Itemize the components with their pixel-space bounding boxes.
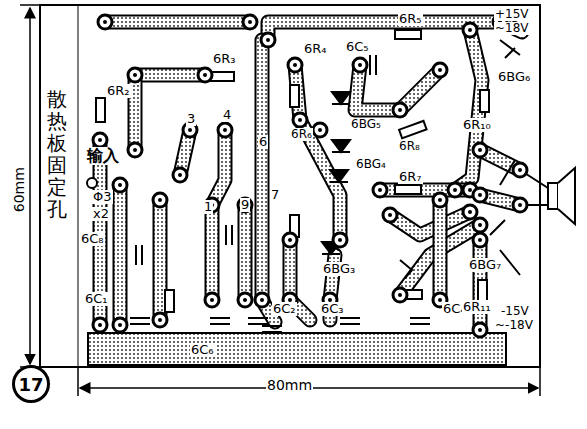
part-label: 6R₁₁	[462, 300, 492, 314]
part-label: 6BG₇	[468, 258, 502, 272]
part-label: 6R₁₀	[462, 118, 492, 132]
part-label: 6	[258, 135, 268, 149]
part-label: 4	[222, 108, 232, 122]
part-label: 6C₃	[320, 302, 345, 316]
part-label: 输入	[86, 147, 120, 165]
part-label: +15V	[494, 8, 530, 21]
solder-pads	[87, 15, 527, 337]
part-label: 6R₇	[398, 170, 423, 184]
dimension-lines	[20, 5, 540, 396]
board-outline	[40, 5, 540, 367]
dimension-label: 80mm	[266, 378, 313, 393]
part-label: 6C₁	[84, 292, 109, 306]
part-label: -15V	[500, 305, 530, 318]
part-label: 3	[186, 112, 196, 126]
part-label: 6R₄	[303, 42, 328, 56]
part-label: 6R₂	[106, 84, 131, 98]
part-label: 6R₅	[398, 12, 423, 26]
figure-number: 17	[18, 374, 43, 395]
copper-traces	[100, 22, 522, 330]
part-label: 6R₆	[290, 128, 313, 141]
part-label: 6BG₄	[355, 158, 387, 171]
part-label: ~18V	[494, 22, 530, 35]
part-label: 6C₆	[190, 343, 215, 357]
part-label: Φ3	[92, 190, 113, 204]
component-symbols	[96, 30, 575, 332]
note-text: 散热板固定孔	[46, 88, 68, 220]
part-label: 6BG₃	[322, 262, 356, 276]
part-label: 6C₈	[80, 232, 105, 246]
part-label: 9	[240, 198, 250, 212]
part-label: 6R₈	[398, 140, 421, 153]
part-label: 6BG₆	[497, 70, 531, 84]
dimension-label: 60mm	[12, 166, 27, 213]
part-label: 7	[270, 188, 280, 202]
part-label: 6C₂	[272, 302, 297, 316]
figure-number-circle: 17	[12, 365, 50, 403]
ground-band	[88, 333, 506, 365]
part-label: ~-18V	[494, 319, 534, 332]
part-label: 1	[203, 200, 213, 214]
part-label: x2	[92, 207, 110, 221]
part-label: 6C₅	[345, 40, 370, 54]
part-label: 6BG₅	[350, 118, 382, 131]
part-label: 6R₃	[212, 52, 237, 66]
